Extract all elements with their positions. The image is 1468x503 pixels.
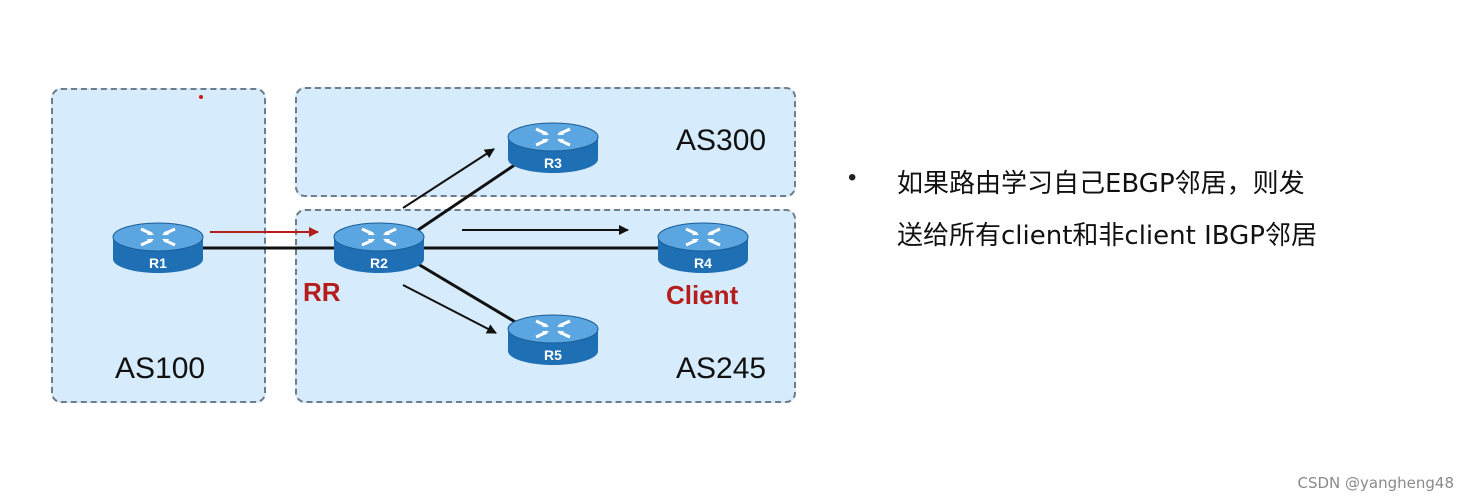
description-line-1: 如果路由学习自己EBGP邻居，则发 [897, 169, 1305, 199]
route-reflector-label: RR [303, 277, 341, 307]
router-icon [112, 222, 204, 273]
router-icon [507, 122, 599, 173]
router-icon [333, 222, 425, 273]
router-r4-label: R4 [694, 255, 712, 271]
router-r1: R1 [111, 219, 205, 277]
router-r5-label: R5 [544, 347, 562, 363]
link-r2-r3 [417, 158, 523, 232]
router-r1-label: R1 [149, 255, 167, 271]
description-line-2: 送给所有client和非client IBGP邻居 [897, 221, 1317, 251]
router-r3: R3 [506, 119, 600, 177]
as245-label: AS245 [676, 352, 767, 385]
link-r2-r5 [417, 262, 523, 328]
bullet-icon: • [848, 164, 857, 191]
router-r5: R5 [506, 311, 600, 369]
as300-label: AS300 [676, 124, 767, 157]
router-icon [507, 314, 599, 365]
arrow-r2-to-r3 [402, 148, 495, 209]
router-r2: R2 [332, 219, 426, 277]
watermark: CSDN @yangheng48 [1297, 474, 1454, 492]
router-r4: R4 [656, 219, 750, 277]
router-r3-label: R3 [544, 155, 562, 171]
router-icon [657, 222, 749, 273]
client-label: Client [666, 280, 739, 310]
as100-label: AS100 [115, 352, 206, 385]
red-speck-mark [199, 95, 203, 99]
arrow-r2-to-r5 [402, 284, 497, 334]
router-r2-label: R2 [370, 255, 388, 271]
description-text: 如果路由学习自己EBGP邻居，则发 送给所有client和非client IBG… [897, 158, 1457, 262]
